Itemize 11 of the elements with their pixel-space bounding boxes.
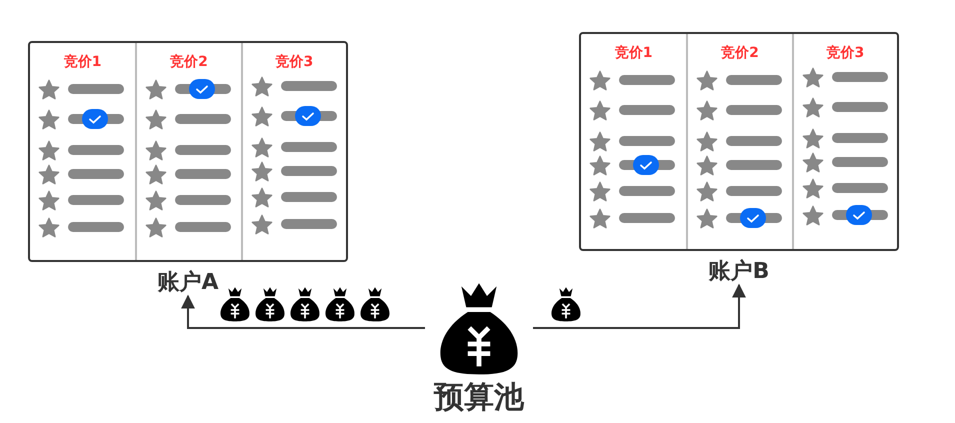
pool-label: 预算池 xyxy=(432,380,526,416)
account-label: 账户B xyxy=(708,259,770,285)
column-heading: 竞价3 xyxy=(274,53,314,71)
column-heading: 竞价3 xyxy=(825,44,866,62)
column-heading: 竞价2 xyxy=(720,44,760,62)
column-heading: 竞价2 xyxy=(169,53,209,71)
arrow xyxy=(181,294,425,329)
column-heading: 竞价1 xyxy=(614,44,654,62)
account-label: 账户A xyxy=(156,270,220,296)
column-heading: 竞价1 xyxy=(62,53,103,71)
arrow xyxy=(533,284,746,329)
